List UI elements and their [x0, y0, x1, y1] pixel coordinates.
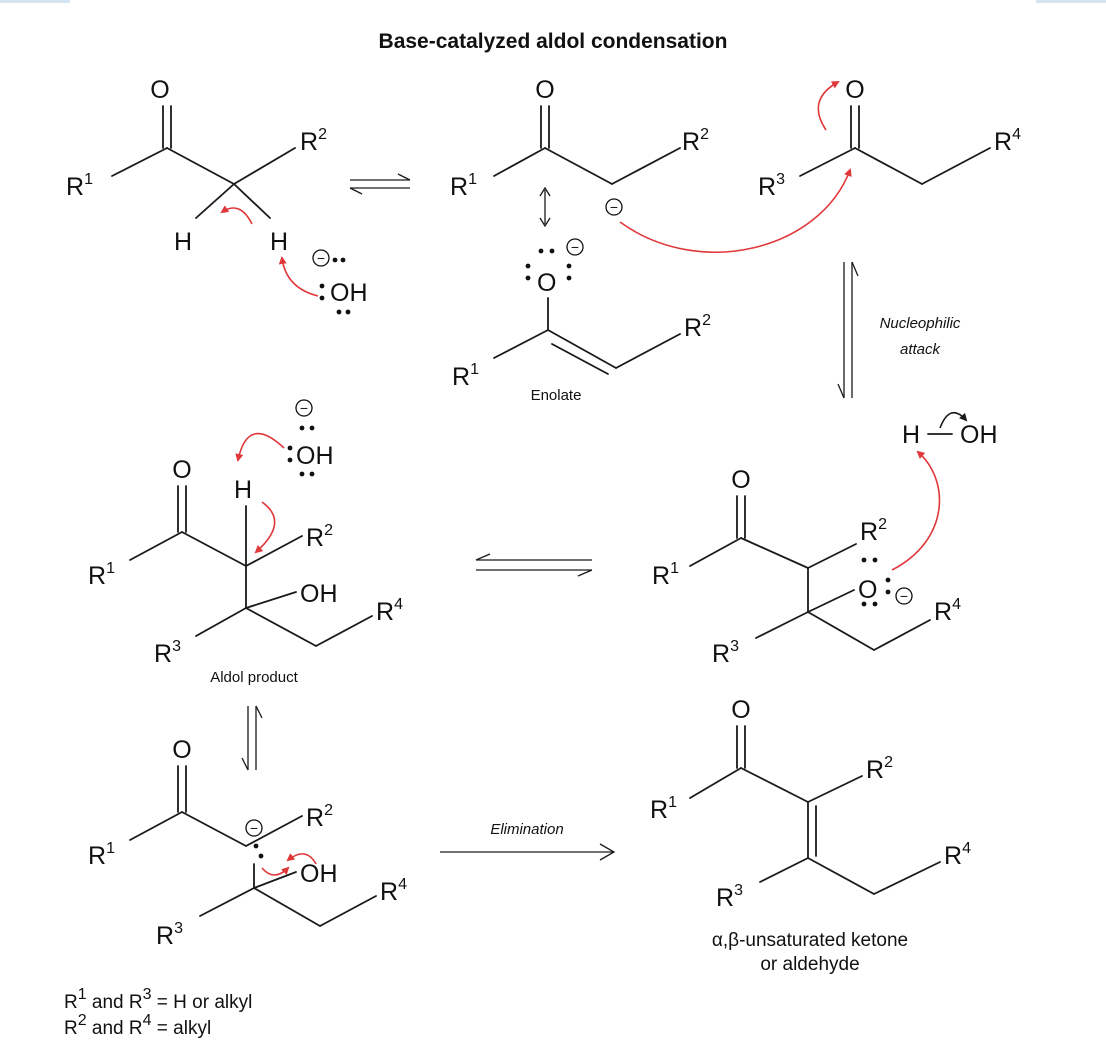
r-label: R4	[380, 876, 407, 906]
svg-text:−: −	[571, 239, 579, 255]
molecule-enolate: O − R1 R2 Enolate	[452, 238, 711, 404]
r-label: R4	[994, 126, 1021, 156]
molecule-alkoxide: O R1 R2 R3 R4 O −	[652, 450, 961, 668]
oxygen-label: O	[858, 576, 877, 604]
r-label: R1	[652, 560, 679, 590]
hydroxide-label: OH	[330, 279, 368, 307]
hydroxide-label: OH	[300, 580, 338, 608]
molecule-carbanion: O R1 R2 −	[450, 76, 709, 216]
legend-line-2: R2 and R4 = alkyl	[64, 1012, 211, 1039]
svg-text:−: −	[610, 199, 618, 215]
r-label: R1	[66, 171, 93, 201]
attack-arrow	[619, 168, 852, 253]
equilibrium-arrow-vertical	[241, 705, 263, 771]
svg-text:O: O	[535, 76, 554, 104]
water-molecule: H OH	[902, 411, 998, 449]
r-label: R3	[758, 171, 785, 201]
svg-text:−: −	[900, 588, 908, 604]
molecule-aldol-product: − OH O H R1 R2 OH R3 R4 Aldol product	[88, 399, 403, 686]
r-label: R2	[306, 802, 333, 832]
svg-text:−: −	[250, 820, 258, 836]
r-label: R2	[682, 126, 709, 156]
r-label: R3	[154, 638, 181, 668]
r-label: R3	[156, 920, 183, 950]
r-label: R2	[306, 522, 333, 552]
r-label: R1	[452, 361, 479, 391]
r-label: R3	[712, 638, 739, 668]
svg-text:O: O	[731, 696, 750, 724]
molecule-electrophile: O R3 R4	[758, 76, 1021, 201]
oxygen-label: O	[537, 269, 556, 297]
molecule-aldol-carbanion: O − R1 R2 OH R3 R4	[88, 736, 407, 950]
elimination-arrow: Elimination	[440, 821, 616, 861]
elimination-caption: Elimination	[490, 821, 563, 838]
hydrogen-label: H	[234, 476, 252, 504]
page-title: Base-catalyzed aldol condensation	[379, 30, 728, 53]
product-caption-line1: α,β-unsaturated ketone	[712, 930, 908, 951]
hydroxide-label: OH	[296, 442, 334, 470]
oxygen-label: O	[150, 76, 169, 104]
attack-caption: attack	[900, 341, 942, 358]
product-caption-line2: or aldehyde	[760, 954, 859, 975]
nucleophilic-caption: Nucleophilic	[880, 315, 961, 332]
hydroxide-ion: − OH	[278, 249, 368, 315]
r-label: R2	[300, 126, 327, 156]
resonance-arrow	[539, 186, 551, 228]
equilibrium-arrow	[349, 173, 411, 195]
molecule-ketone-start: O R1 R2 H H	[66, 76, 327, 256]
r-label: R1	[88, 840, 115, 870]
molecule-enone-product: O R1 R2 R3 R4 α,β-unsaturated ketone or …	[650, 696, 971, 975]
svg-text:−: −	[300, 400, 308, 416]
aldol-product-caption: Aldol product	[210, 669, 298, 686]
hydrogen-label: H	[902, 421, 920, 449]
r-label: R1	[450, 171, 477, 201]
top-right-edge	[1036, 0, 1106, 3]
hydrogen-label: H	[270, 228, 288, 256]
svg-text:O: O	[172, 736, 191, 764]
hydrogen-label: H	[174, 228, 192, 256]
r-label: R1	[88, 560, 115, 590]
r-label: R2	[684, 312, 711, 342]
equilibrium-arrow-vertical: Nucleophilic attack	[837, 261, 961, 399]
top-left-edge	[0, 0, 70, 3]
svg-text:O: O	[731, 466, 750, 494]
svg-text:−: −	[317, 250, 325, 266]
hydroxide-label: OH	[960, 421, 998, 449]
enolate-caption: Enolate	[531, 387, 582, 404]
r-label: R4	[944, 840, 971, 870]
legend-line-1: R1 and R3 = H or alkyl	[64, 986, 252, 1013]
substituent-legend: R1 and R3 = H or alkyl R2 and R4 = alkyl	[64, 986, 252, 1039]
r-label: R4	[376, 596, 403, 626]
equilibrium-arrow	[475, 553, 593, 577]
r-label: R3	[716, 882, 743, 912]
svg-text:O: O	[172, 456, 191, 484]
r-label: R2	[866, 754, 893, 784]
r-label: R2	[860, 516, 887, 546]
r-label: R1	[650, 794, 677, 824]
hydroxide-label: OH	[300, 860, 338, 888]
r-label: R4	[934, 596, 961, 626]
svg-text:O: O	[845, 76, 864, 104]
